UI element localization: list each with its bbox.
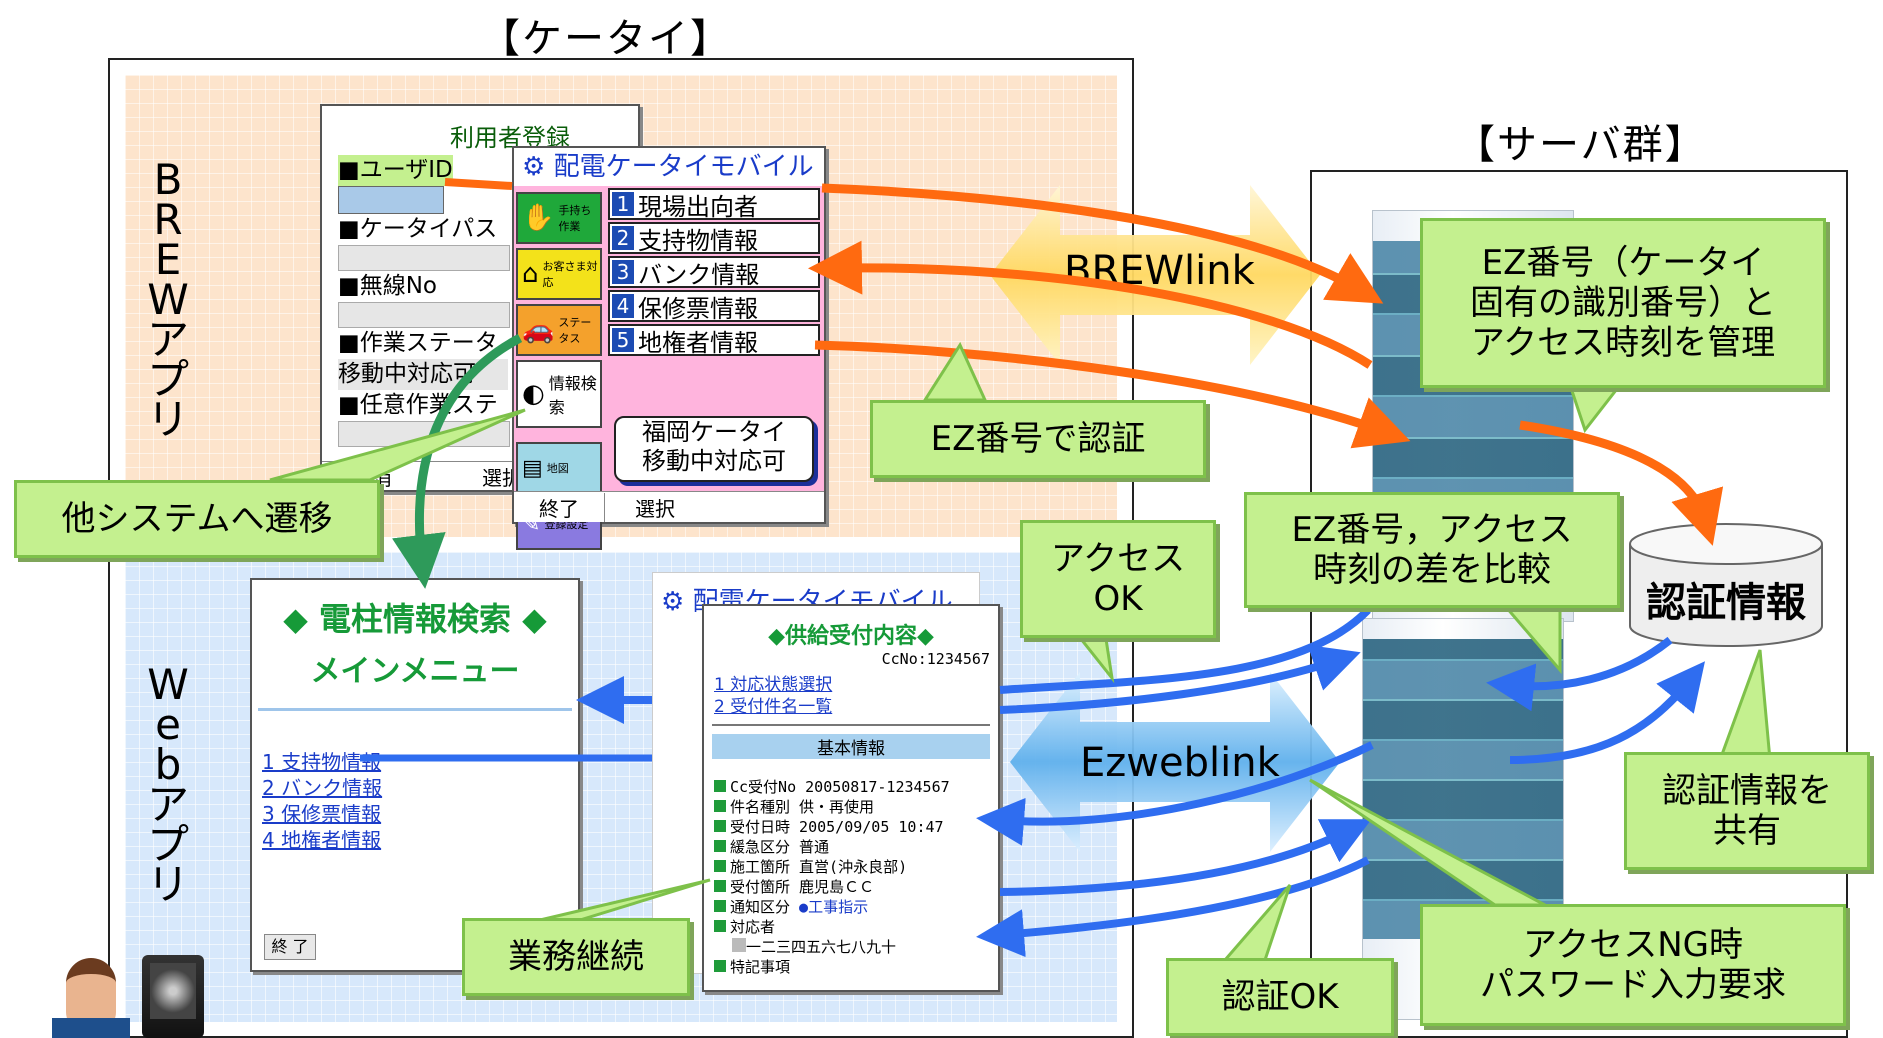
detail-row: 受付箇所 鹿児島ＣＣ [714,877,998,897]
web-main-title2: メインメニュー [310,654,520,689]
web-detail-screen: ◆供給受付内容◆ CcNo:1234567 1 対応状態選択 2 受付件名一覧 … [702,604,1000,992]
arrow-server-to-web-2 [976,856,1370,958]
field-radio-no: ■無線No [338,273,438,299]
arrow-userid-to-menu [444,178,513,190]
arrow-web-to-server [999,607,1371,694]
field-password: ■ケータイパス [338,216,498,242]
half-circle-icon: ◐ [522,379,545,409]
web-link-2[interactable]: 2 バンク情報 [262,776,383,800]
detail-title: ◆供給受付内容◆ [768,624,934,649]
menu-end-softkey[interactable]: 終了 [539,496,579,521]
detail-row: Cc受付No 20050817-1234567 [714,777,998,797]
diamond-icon: ◆ [283,600,308,638]
app-logo-icon: ⚙ [522,152,546,182]
detail-row: 件名種別 供・再使用 [714,797,998,817]
server-header: 【サーバ群】 [1455,122,1707,168]
web-link-4[interactable]: 4 地権者情報 [262,828,382,852]
callout-auth-ok: 認証OK [1166,958,1394,1036]
arrow-server-to-db [1519,420,1724,546]
arrow-brew-to-server-2 [814,340,1411,449]
tool-icon-button[interactable]: ✋手持ち作業 [516,192,602,244]
menu-select-softkey[interactable]: 選択 [604,492,705,522]
detail-link-1[interactable]: 1 対応状態選択 [714,675,833,695]
radio-no-input[interactable] [338,302,510,328]
detail-row: 対応者 [714,917,998,937]
responder-input[interactable]: 一二三四五六七八九十 [714,937,998,957]
callout-ez-auth: EZ番号で認証 [870,400,1206,478]
auth-db-label: 認証情報 [1646,580,1806,626]
web-main-title1: ◆ 電柱情報検索 ◆ [283,600,547,638]
status-icon-button[interactable]: 🚗ステータス [516,304,602,356]
customer-icon-button[interactable]: ⌂お客さま対応 [516,248,602,300]
ezweblink-label: Ezweblink [1080,740,1280,786]
detail-rows: Cc受付No 20050817-1234567 件名種別 供・再使用 受付日時 … [704,777,998,977]
web-main-screen: ◆ 電柱情報検索 ◆ メインメニュー 1 支持物情報 2 バンク情報 3 保修票… [250,578,580,972]
detail-divider [712,724,990,726]
field-work-status: ■作業ステータ [338,330,498,356]
user-id-input[interactable] [338,186,444,214]
person-icon [46,958,134,1038]
callout-share: 認証情報を 共有 [1624,752,1870,870]
callout-continue: 業務継続 [462,918,690,996]
brewlink-double-arrow [990,185,1320,365]
arrow-server-to-server [999,645,1361,714]
brew-menu-title: ⚙ 配電ケータイモバイル [514,148,824,186]
callout-ez-manage: EZ番号（ケータイ 固有の識別番号）と アクセス時刻を管理 [1420,218,1826,388]
callout-compare: EZ番号，アクセス 時刻の差を比較 [1244,492,1620,608]
detail-link-2[interactable]: 2 受付件名一覧 [714,697,833,717]
search-icon-button[interactable]: ◐情報検索 [516,360,602,428]
arrow-brew-to-server [821,183,1384,304]
phone-icon [142,955,204,1038]
web-link-1[interactable]: 1 支持物情報 [262,750,382,774]
app-logo-icon: ⚙ [661,587,685,617]
password-input[interactable] [338,245,510,271]
arrow-server-to-db [1509,661,1705,764]
arrow-web-to-server-2 [999,819,1372,896]
keitai-header: 【ケータイ】 [480,16,732,62]
detail-ccno: CcNo:1234567 [881,650,990,668]
detail-row: 特記事項 [714,957,998,977]
detail-section-header: 基本情報 [712,734,990,759]
brew-app-label: BREWアプリ [146,155,189,444]
arrow-db-to-server [1486,636,1673,712]
ezweblink-double-arrow [1010,672,1340,852]
field-optional-status: ■任意作業ステ [338,392,498,418]
callout-other-system: 他システムへ遷移 [14,480,380,558]
brew-menu-screen: ⚙ 配電ケータイモバイル ✋手持ち作業 ⌂お客さま対応 🚗ステータス ◐情報検索… [512,146,826,550]
detail-row: 緩急区分 普通 [714,837,998,857]
web-end-button[interactable]: 終 了 [264,934,316,960]
arrow-brew-to-web [392,334,523,589]
callout-access-ok: アクセス OK [1020,520,1216,638]
car-icon: 🚗 [522,315,555,345]
arrow-server-to-brew [808,240,1373,369]
map-icon-button[interactable]: ▤地図 [516,442,602,494]
diamond-icon: ◆ [522,600,547,638]
web-link-3[interactable]: 3 保修票情報 [262,802,382,826]
callout-ng: アクセスNG時 パスワード入力要求 [1420,904,1846,1026]
detail-row: 施工箇所 直営(沖永良部) [714,857,998,877]
field-user-id: ■ユーザID [338,155,453,186]
title-divider [258,708,572,711]
arrow-server-to-web [976,741,1374,846]
house-icon: ⌂ [522,259,539,289]
status-box: 福岡ケータイ 移動中対応可 [614,416,814,482]
map-icon: ▤ [522,455,543,481]
detail-row: 受付日時 2005/09/05 10:47 [714,817,998,837]
hand-icon: ✋ [522,203,555,233]
web-app-label: Webアプリ [146,660,189,909]
detail-row: 通知区分 ●工事指示 [714,897,998,917]
